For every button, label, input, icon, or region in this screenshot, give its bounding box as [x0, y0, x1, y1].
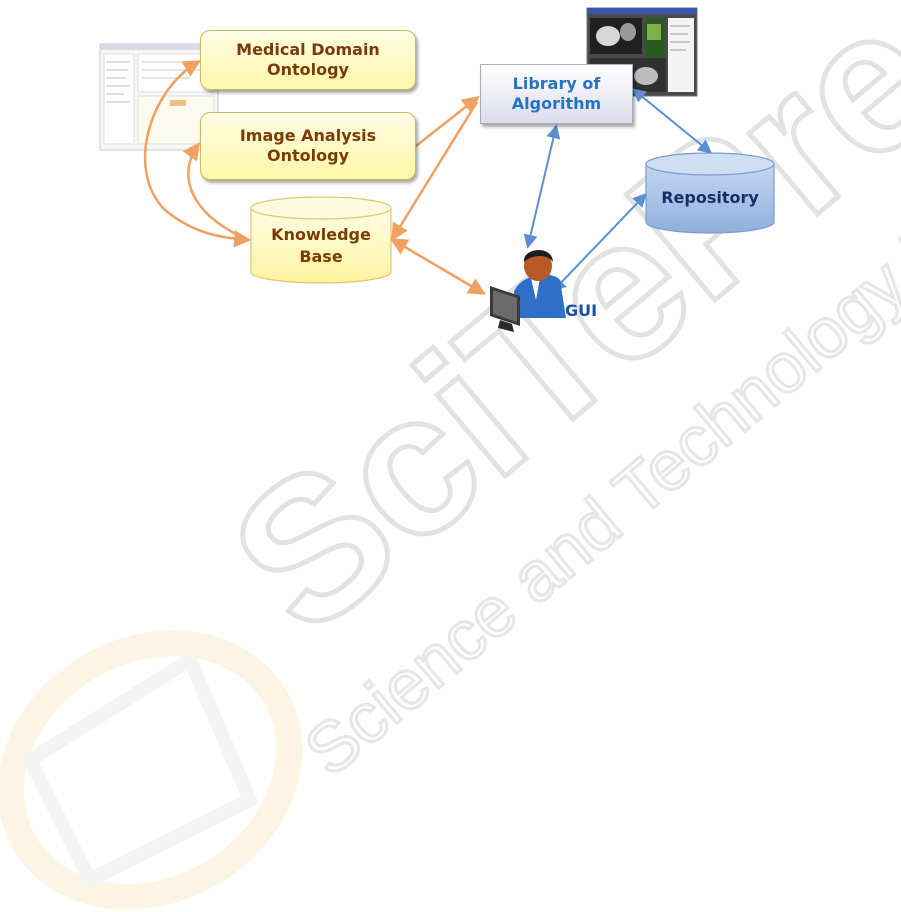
- image-analysis-ontology-text: Image Analysis Ontology: [240, 126, 376, 166]
- medical-domain-ontology-box: Medical Domain Ontology: [200, 30, 416, 90]
- medical-domain-ontology-text: Medical Domain Ontology: [236, 40, 380, 79]
- arrow-repository-to-gui: [554, 195, 645, 290]
- library-of-algorithm-box: Library of Algorithm: [480, 64, 633, 124]
- repository-label: Repository: [646, 187, 774, 209]
- arrow-library-to-gui: [528, 127, 556, 246]
- medical-domain-ontology-label: Medical Domain Ontology: [236, 40, 380, 80]
- arrow-knowledge-base-to-gui: [393, 240, 483, 293]
- user-computer-icon: [490, 250, 566, 332]
- image-analysis-ontology-box: Image Analysis Ontology: [200, 112, 416, 180]
- arrow-library-to-repository: [634, 90, 710, 152]
- knowledge-base-label: Knowledge Base: [251, 224, 391, 267]
- arrow-image-analysis-to-library: [416, 98, 477, 146]
- library-of-algorithm-text: Library of Algorithm: [512, 74, 601, 114]
- gui-label: GUI: [565, 301, 597, 320]
